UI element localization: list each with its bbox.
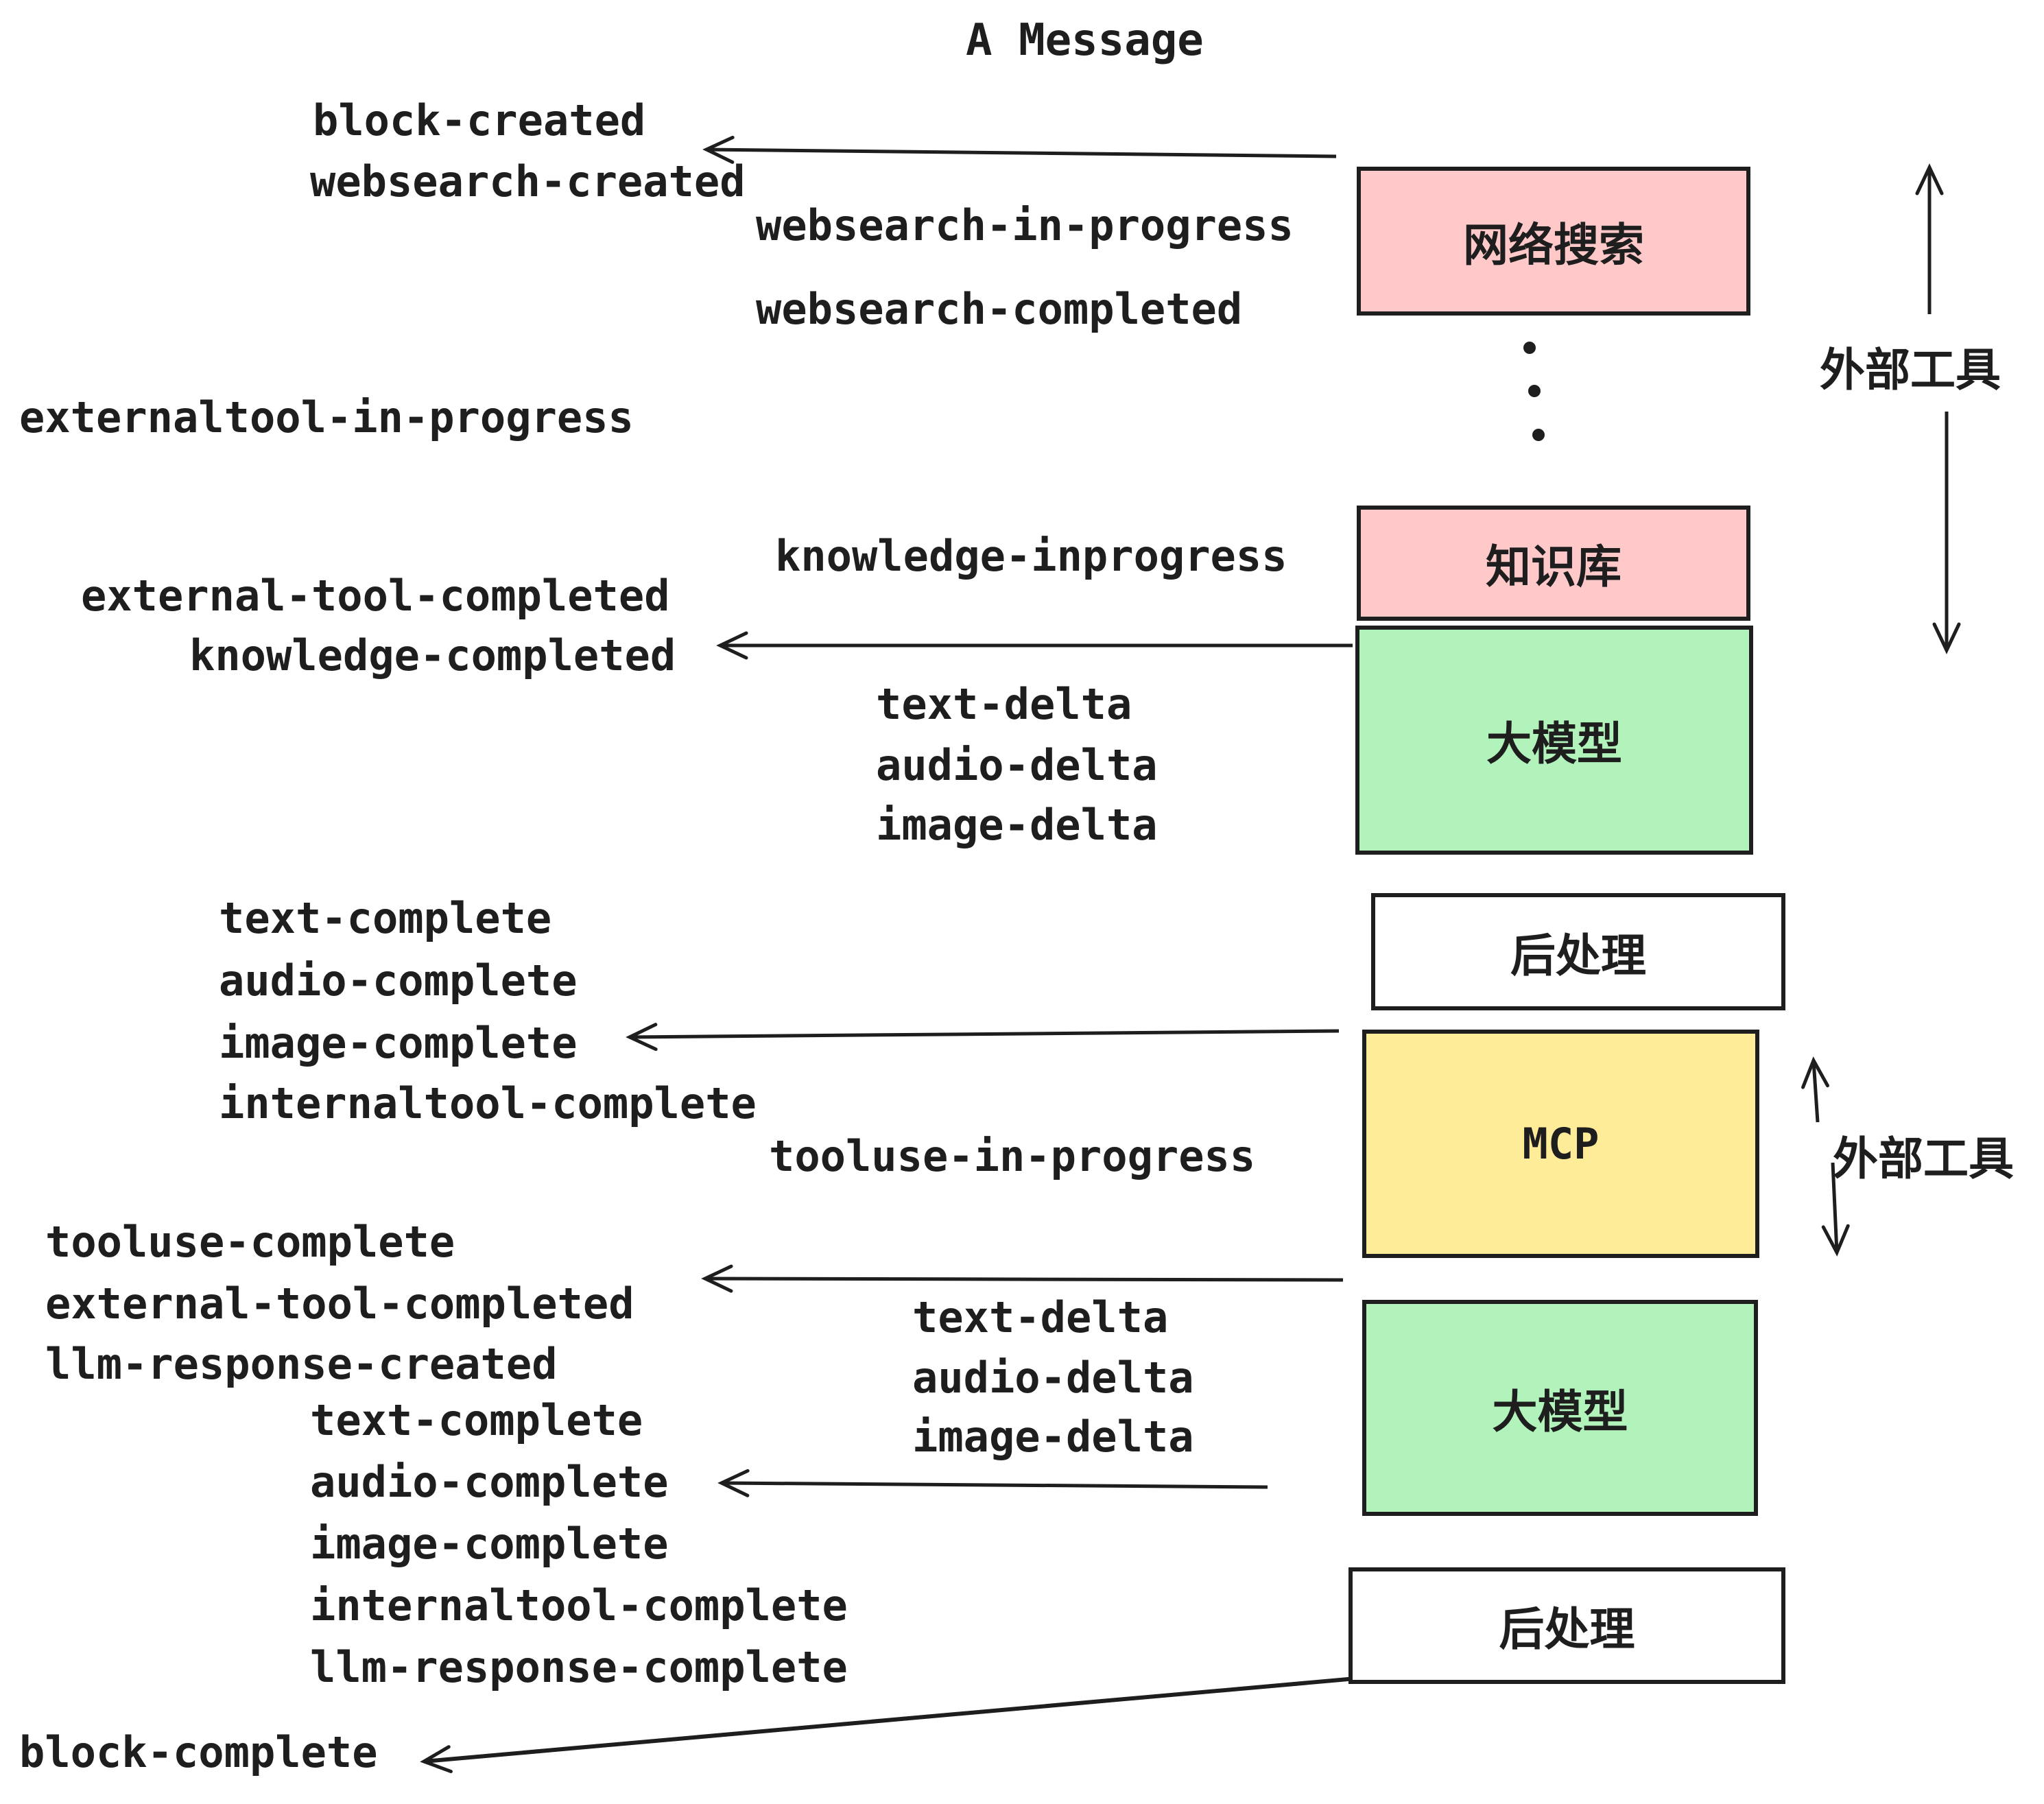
box-knowledge-base: 知识库 [1357,506,1750,621]
event-label-internaltool-complete-1: internaltool-complete [219,1078,757,1128]
event-label-audio-delta-1: audio-delta [876,740,1158,790]
box-llm-2-label: 大模型 [1492,1386,1628,1437]
arrow-to-block-created [702,135,1337,164]
ellipsis-dots [1523,342,1545,441]
event-label-external-tool-completed-2: external-tool-completed [45,1279,634,1329]
event-label-audio-complete-2: audio-complete [310,1457,669,1507]
box-mcp: MCP [1362,1030,1759,1258]
event-label-block-created: block-created [313,95,646,145]
event-label-image-delta-1: image-delta [876,800,1158,850]
event-label-image-delta-2: image-delta [912,1412,1194,1462]
event-label-externaltool-in-progress: externaltool-in-progress [19,392,634,442]
box-postprocess-1-label: 后处理 [1510,929,1646,981]
arrow-to-audio-complete [717,1469,1268,1497]
event-label-block-complete: block-complete [19,1727,378,1777]
event-label-text-delta-2: text-delta [912,1292,1169,1342]
box-mcp-label: MCP [1522,1119,1600,1169]
external-tool-up-arrow-2 [1801,1056,1829,1123]
event-label-image-complete-1: image-complete [219,1018,578,1068]
external-tools-annotation-1: 外部工具 [1820,344,2001,395]
arrow-to-external-tool-completed [701,1264,1344,1293]
box-postprocess-1: 后处理 [1371,893,1785,1010]
event-label-llm-response-created: llm-response-created [45,1339,558,1389]
event-label-knowledge-inprogress: knowledge-inprogress [775,531,1287,581]
box-llm-1-label: 大模型 [1486,718,1622,769]
event-label-text-complete-1: text-complete [219,893,552,943]
box-postprocess-2-label: 后处理 [1499,1604,1635,1654]
event-label-websearch-in-progress: websearch-in-progress [756,200,1294,250]
box-websearch: 网络搜索 [1357,167,1750,316]
event-label-websearch-created: websearch-created [310,156,746,206]
arrow-to-image-complete [626,1023,1340,1052]
box-llm-1: 大模型 [1355,626,1753,855]
event-label-text-complete-2: text-complete [310,1395,643,1445]
box-llm-2: 大模型 [1362,1300,1758,1516]
event-label-websearch-completed: websearch-completed [756,284,1243,334]
event-label-text-delta-1: text-delta [876,679,1132,729]
event-label-tooluse-complete: tooluse-complete [45,1217,455,1267]
box-knowledge-base-label: 知识库 [1486,541,1621,592]
external-tools-annotation-2: 外部工具 [1833,1133,2014,1184]
event-label-llm-response-complete: llm-response-complete [310,1642,848,1692]
event-label-tooluse-in-progress: tooluse-in-progress [769,1131,1256,1181]
event-label-external-tool-completed-1: external-tool-completed [81,571,670,621]
event-label-knowledge-completed: knowledge-completed [189,630,676,680]
event-label-audio-complete-1: audio-complete [219,956,578,1006]
event-label-audio-delta-2: audio-delta [912,1353,1194,1403]
box-postprocess-2: 后处理 [1348,1567,1785,1684]
box-websearch-label: 网络搜索 [1463,219,1644,270]
diagram-title: A Message [966,15,1204,66]
event-label-image-complete-2: image-complete [310,1519,669,1569]
event-label-internaltool-complete-2: internaltool-complete [310,1580,848,1630]
